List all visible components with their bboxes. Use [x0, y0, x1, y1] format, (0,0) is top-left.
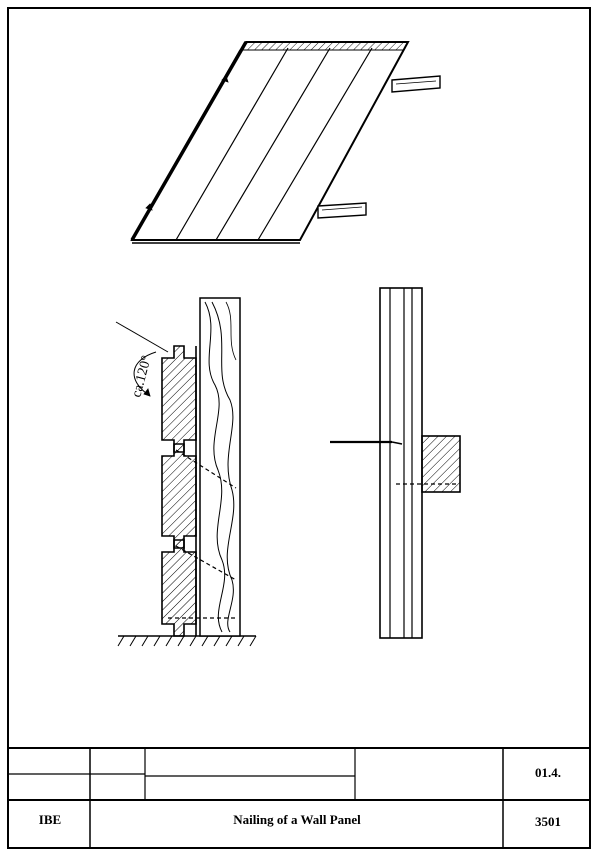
title-block — [8, 747, 590, 848]
sheet-border — [7, 7, 591, 849]
isometric-wall-panel — [130, 41, 441, 244]
angle-label: ca.120° — [129, 354, 154, 399]
section-view-right — [330, 287, 461, 639]
section-number: 01.4. — [535, 765, 561, 780]
drawing-title: Nailing of a Wall Panel — [233, 812, 361, 827]
section-view-left — [115, 297, 257, 647]
organization-label: IBE — [38, 812, 62, 827]
sheet-number: 3501 — [535, 814, 561, 829]
